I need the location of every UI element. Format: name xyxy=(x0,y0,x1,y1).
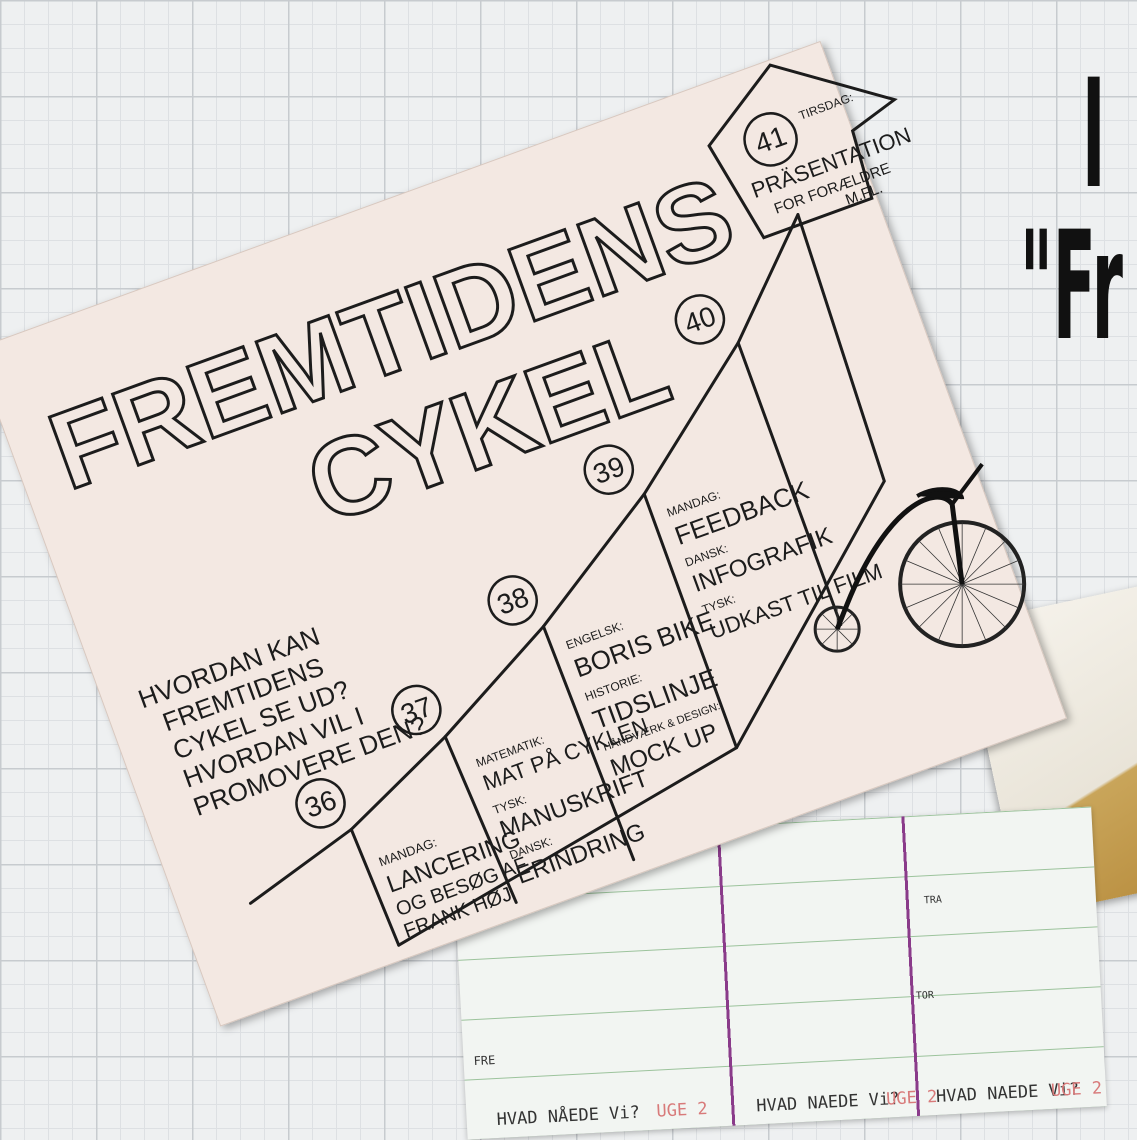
fremtidens-cykel-poster: FREMTIDENS CYKEL HVORDAN KAN FREMTIDENS … xyxy=(0,0,1137,1129)
